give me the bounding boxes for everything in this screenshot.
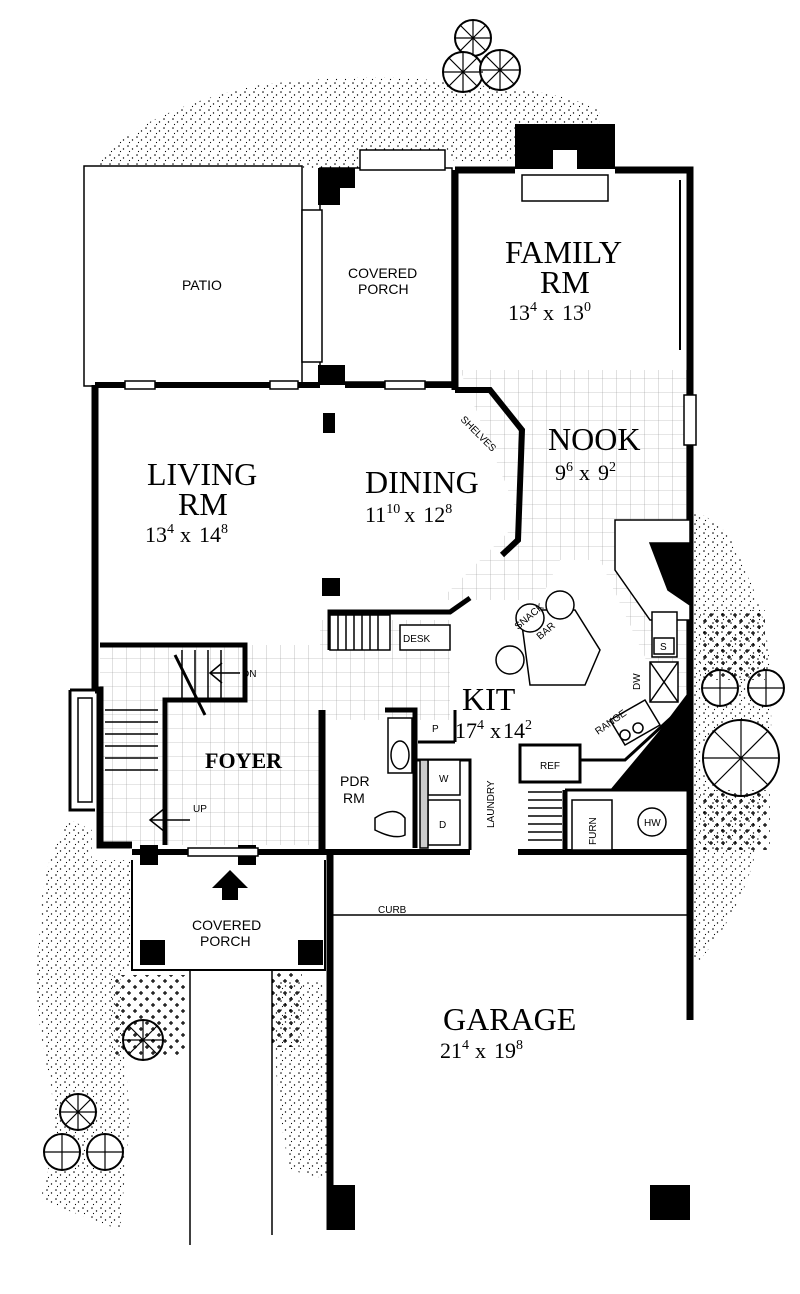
sink-label: S <box>660 642 667 653</box>
windows <box>124 380 697 857</box>
water-heater-label: HW <box>644 818 661 829</box>
pantry-label: P <box>432 724 439 735</box>
kitchen-fixtures <box>374 519 691 851</box>
family-room-label-1: FAMILY <box>505 234 622 270</box>
stairs <box>105 614 562 841</box>
powder-room-label-1: PDR <box>340 773 370 789</box>
dryer-label: D <box>439 820 446 831</box>
patio <box>83 165 303 387</box>
up-arrow-icon <box>148 807 190 833</box>
nook-label: NOOK <box>548 421 640 457</box>
living-room-label-2: RM <box>178 486 228 522</box>
kitchen-label: KIT <box>462 681 516 717</box>
garage-label: GARAGE <box>443 1001 576 1037</box>
powder-room-label-2: RM <box>343 790 365 806</box>
dn-label: DN <box>242 669 256 680</box>
rear-porch-label-1: COVERED <box>348 265 417 281</box>
tree-cluster-top <box>442 19 521 93</box>
tile-floors <box>100 370 690 845</box>
front-porch-label-1: COVERED <box>192 917 261 933</box>
furnace-label: FURN <box>588 817 599 845</box>
dn-arrow-icon <box>208 662 240 684</box>
curb-label: CURB <box>378 905 407 916</box>
tree-right <box>701 669 785 797</box>
living-room-label-1: LIVING <box>147 456 257 492</box>
laundry-label: LAUNDRY <box>486 780 497 828</box>
front-porch-label-2: PORCH <box>200 933 251 949</box>
entry-arrow-icon <box>212 870 248 900</box>
dw-label: DW <box>632 673 643 690</box>
up-label: UP <box>193 804 207 815</box>
ref-label: REF <box>540 761 560 772</box>
desk-label: DESK <box>403 634 431 645</box>
wall-blocks <box>140 543 690 1230</box>
dining-label: DINING <box>365 464 479 500</box>
shrubs <box>90 170 770 1055</box>
patio-label: PATIO <box>182 277 222 293</box>
fireplace <box>515 124 615 202</box>
rear-porch-label-2: PORCH <box>358 281 409 297</box>
foyer-label: FOYER <box>205 748 283 773</box>
washer-label: W <box>439 774 449 785</box>
family-room-label-2: RM <box>540 264 590 300</box>
